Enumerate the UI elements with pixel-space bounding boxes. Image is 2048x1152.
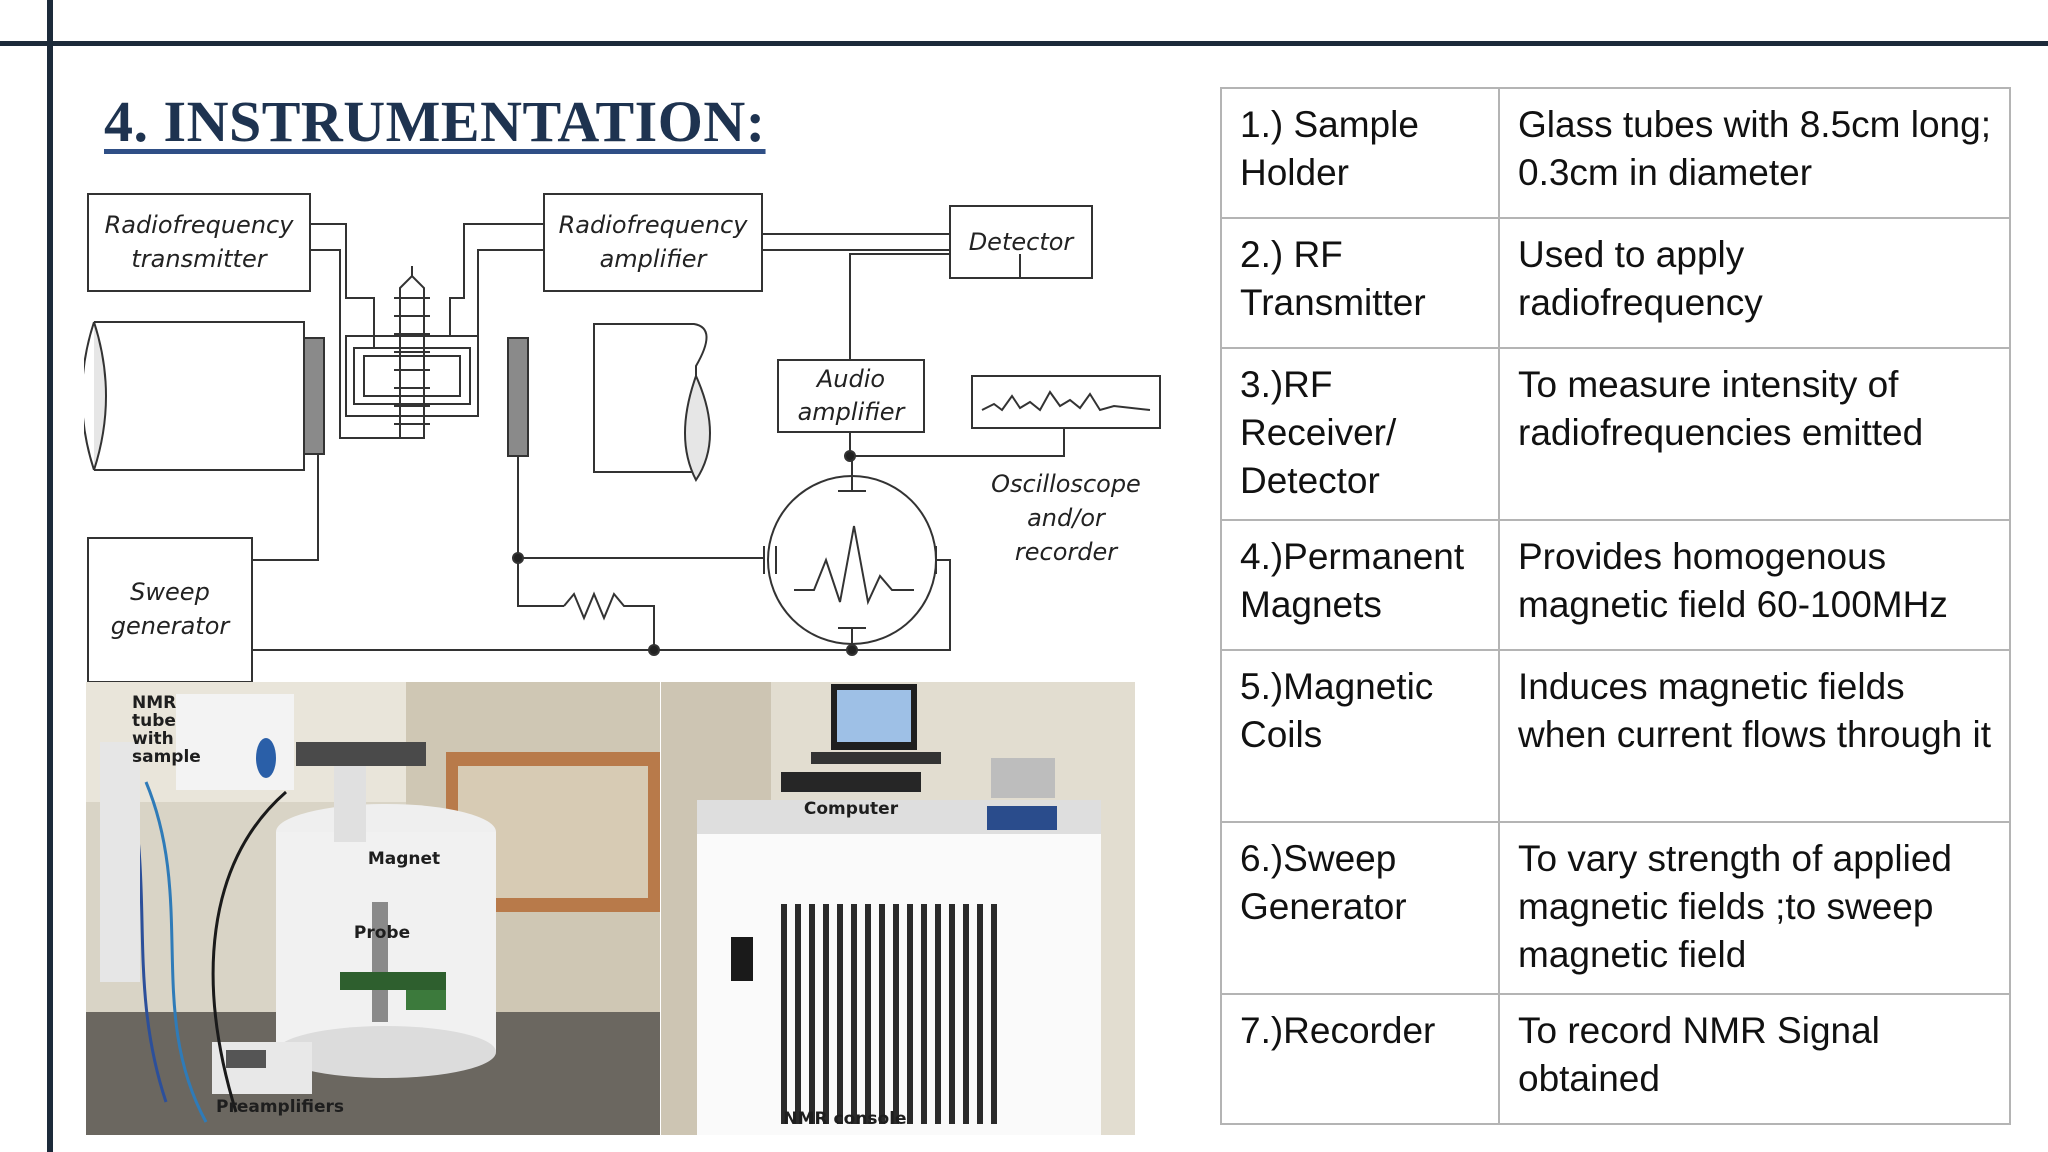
sweep-generator-label-line2: generator [111, 612, 232, 640]
description-cell: Provides homogenous magnetic field 60-10… [1498, 519, 2011, 651]
audio-amplifier-label-line2: amplifier [798, 398, 907, 426]
description-cell: Used to apply radiofrequency [1498, 217, 2011, 349]
top-rule [0, 41, 2048, 46]
table-row: 2.) RF Transmitter Used to apply radiofr… [1220, 217, 2011, 349]
table-row: 3.)RF Receiver/ Detector To measure inte… [1220, 347, 2011, 521]
description-cell: Glass tubes with 8.5cm long; 0.3cm in di… [1498, 87, 2011, 219]
preamplifiers-label: Preamplifiers [216, 1097, 344, 1117]
instrumentation-table: 1.) Sample Holder Glass tubes with 8.5cm… [1220, 87, 2011, 1125]
nmr-tube-label-line1: NMR [132, 693, 176, 713]
component-cell: 1.) Sample Holder [1220, 87, 1500, 219]
computer-label: Computer [804, 799, 899, 819]
description-cell: To vary strength of applied magnetic fie… [1498, 821, 2011, 995]
rf-amplifier-label-line2: amplifier [600, 245, 709, 273]
nmr-console-label: NMR console [783, 1109, 906, 1129]
oscilloscope-label-line1: Oscilloscope [991, 470, 1141, 498]
component-cell: 2.) RF Transmitter [1220, 217, 1500, 349]
table-row: 1.) Sample Holder Glass tubes with 8.5cm… [1220, 87, 2011, 219]
rf-transmitter-label-line2: transmitter [131, 245, 268, 273]
rf-amplifier-label-line1: Radiofrequency [559, 211, 749, 239]
component-cell: 3.)RF Receiver/ Detector [1220, 347, 1500, 521]
table-row: 4.)Permanent Magnets Provides homogenous… [1220, 519, 2011, 651]
rf-transmitter-box [87, 193, 311, 292]
component-cell: 5.)Magnetic Coils [1220, 649, 1500, 823]
left-rule [47, 0, 53, 1152]
rf-amplifier-box [543, 193, 763, 292]
oscilloscope-label-line3: recorder [1015, 538, 1119, 566]
nmr-tube-label-line3: with [132, 729, 174, 749]
slide-title: 4. INSTRUMENTATION: [104, 89, 766, 154]
table-row: 5.)Magnetic Coils Induces magnetic field… [1220, 649, 2011, 823]
detector-label: Detector [969, 228, 1076, 256]
oscilloscope-box [971, 375, 1161, 429]
probe-label: Probe [354, 923, 410, 943]
component-cell: 6.)Sweep Generator [1220, 821, 1500, 995]
sweep-generator-label-line1: Sweep [130, 578, 210, 606]
audio-amplifier-label-line1: Audio [815, 365, 885, 393]
description-cell: To record NMR Signal obtained [1498, 993, 2011, 1125]
nmr-tube-label-line2: tube [132, 711, 176, 731]
description-cell: To measure intensity of radiofrequencies… [1498, 347, 2011, 521]
table-row: 7.)Recorder To record NMR Signal obtaine… [1220, 993, 2011, 1125]
nmr-schematic-diagram: Radiofrequency transmitter Radiofrequenc… [84, 193, 1161, 683]
sweep-generator-box [87, 537, 253, 683]
component-cell: 4.)Permanent Magnets [1220, 519, 1500, 651]
nmr-console-photo: Computer NMR console [661, 682, 1135, 1135]
nmr-tube-label-line4: sample [132, 747, 201, 767]
nmr-magnet-photo: NMR tube with sample Magnet Probe Preamp… [86, 682, 660, 1135]
component-cell: 7.)Recorder [1220, 993, 1500, 1125]
rf-transmitter-label-line1: Radiofrequency [105, 211, 295, 239]
oscilloscope-label-line2: and/or [1027, 504, 1107, 532]
table-row: 6.)Sweep Generator To vary strength of a… [1220, 821, 2011, 995]
magnet-label: Magnet [368, 849, 440, 869]
description-cell: Induces magnetic fields when current flo… [1498, 649, 2011, 823]
